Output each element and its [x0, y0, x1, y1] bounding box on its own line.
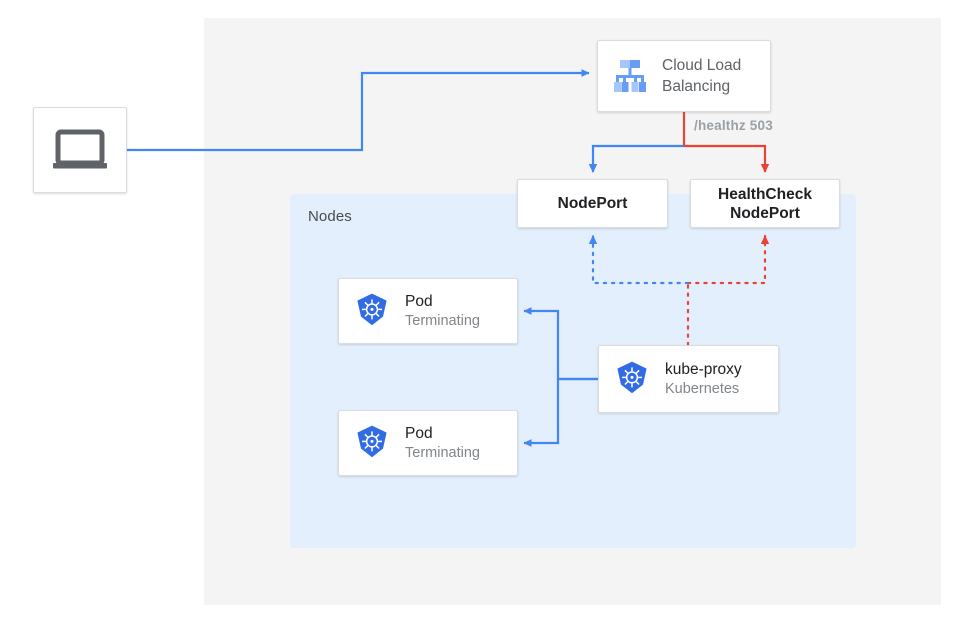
- nodes-panel-label: Nodes: [308, 208, 352, 225]
- kubernetes-icon: [617, 361, 647, 394]
- client-device-card[interactable]: [33, 107, 127, 193]
- pod-card[interactable]: Pod Terminating: [338, 410, 518, 476]
- pod-status: Terminating: [405, 444, 480, 461]
- pod-title: Pod: [405, 424, 433, 442]
- healthcheck-nodeport-label: HealthCheck NodePort: [718, 185, 812, 222]
- kubernetes-icon: [357, 425, 387, 458]
- cloud-load-balancing-card[interactable]: Cloud Load Balancing: [597, 40, 771, 112]
- pod-text: Pod Terminating: [405, 292, 480, 331]
- nodeport-label: NodePort: [557, 195, 628, 212]
- nodeport-card[interactable]: NodePort: [517, 179, 668, 228]
- kube-proxy-card[interactable]: kube-proxy Kubernetes: [598, 345, 779, 413]
- laptop-icon: [53, 129, 107, 169]
- pod-text: Pod Terminating: [405, 424, 480, 463]
- kubernetes-icon: [357, 293, 387, 326]
- cloud-load-balancing-icon: [614, 60, 646, 92]
- healthcheck-nodeport-card[interactable]: HealthCheck NodePort: [690, 179, 840, 228]
- kube-proxy-text: kube-proxy Kubernetes: [665, 360, 742, 399]
- kube-proxy-title: kube-proxy: [665, 360, 742, 378]
- pod-title: Pod: [405, 292, 433, 310]
- pod-status: Terminating: [405, 312, 480, 329]
- healthz-annotation: /healthz 503: [694, 118, 773, 133]
- kube-proxy-subtitle: Kubernetes: [665, 380, 740, 397]
- pod-card[interactable]: Pod Terminating: [338, 278, 518, 344]
- cloud-load-balancing-label: Cloud Load Balancing: [662, 57, 742, 95]
